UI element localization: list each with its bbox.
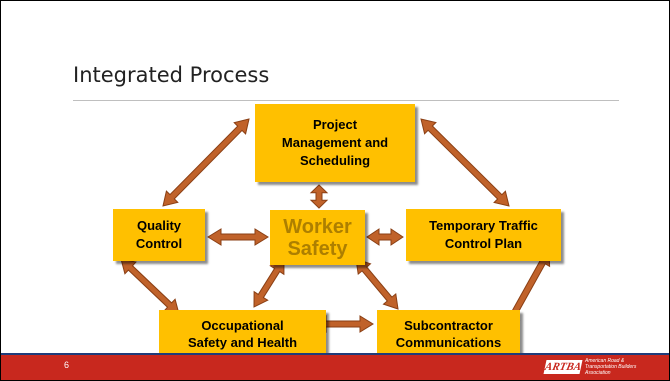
node-temporary-traffic-label: Temporary Traffic Control Plan — [429, 218, 538, 251]
arrow-occupational-safety-to-subcontractor — [312, 315, 374, 333]
slide-title: Integrated Process — [73, 63, 270, 87]
artba-logo-mark: ARTBA — [543, 360, 583, 374]
arrow-project-management-to-temporary-traffic — [420, 118, 510, 207]
node-temporary-traffic: Temporary Traffic Control Plan — [406, 209, 561, 261]
arrow-quality-control-to-occupational-safety — [120, 258, 180, 315]
arrow-temporary-traffic-to-worker-safety — [366, 228, 404, 246]
node-project-management-label: Project Management and Scheduling — [281, 117, 389, 168]
node-worker-safety-label: Worker Safety — [283, 215, 352, 260]
title-divider — [73, 100, 619, 101]
node-occupational-safety: Occupational Safety and Health — [159, 310, 326, 357]
arrow-quality-control-to-worker-safety — [207, 228, 269, 246]
node-subcontractor: Subcontractor Communications — [377, 310, 520, 357]
node-subcontractor-label: Subcontractor Communications — [395, 317, 502, 350]
node-quality-control-label: Quality Control — [135, 218, 183, 251]
arrow-worker-safety-to-subcontractor — [355, 258, 399, 310]
page-number: 6 — [64, 360, 70, 370]
arrow-project-management-to-quality-control — [162, 118, 250, 207]
node-occupational-safety-label: Occupational Safety and Health — [187, 317, 298, 350]
arrow-project-management-to-worker-safety — [309, 184, 329, 209]
footer-accent-strip — [1, 353, 669, 356]
node-worker-safety: Worker Safety — [270, 210, 365, 265]
node-quality-control: Quality Control — [113, 209, 205, 261]
arrow-worker-safety-to-occupational-safety — [253, 258, 285, 308]
artba-logo-text: American Road & Transportation Builders … — [585, 358, 637, 376]
node-project-management: Project Management and Scheduling — [255, 104, 415, 182]
artba-logo: ARTBA American Road & Transportation Bui… — [543, 358, 667, 378]
